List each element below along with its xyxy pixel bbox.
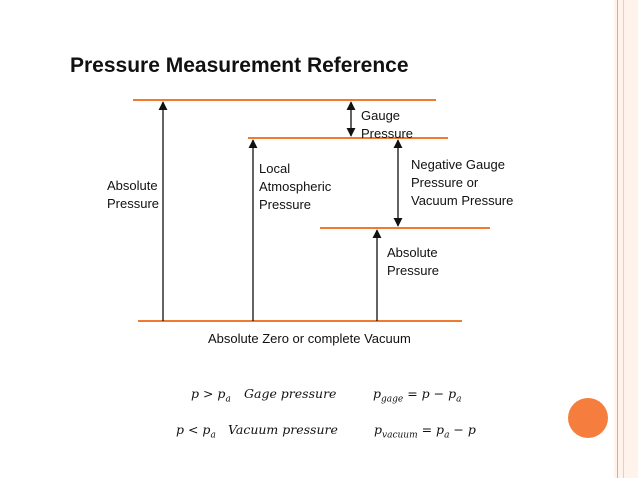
slide-right-border bbox=[614, 0, 638, 478]
vacuum-condition: p < pa bbox=[176, 422, 216, 441]
border-line bbox=[617, 0, 618, 478]
border-line bbox=[623, 0, 624, 478]
gage-pressure-name: Gage pressure bbox=[244, 386, 337, 401]
slide-title: Pressure Measurement Reference bbox=[70, 54, 409, 77]
gage-equation: pgage = p − pa bbox=[373, 386, 462, 405]
gage-condition: p > pa bbox=[191, 386, 231, 405]
gauge-pressure-label: Gauge Pressure bbox=[361, 108, 414, 141]
negative-gauge-label: Negative Gauge Pressure or Vacuum Pressu… bbox=[411, 157, 514, 208]
vacuum-equation: pvacuum = pa − p bbox=[374, 422, 476, 441]
absolute-pressure-right-label: Absolute Pressure bbox=[387, 245, 440, 278]
absolute-zero-label: Absolute Zero or complete Vacuum bbox=[208, 331, 411, 346]
absolute-pressure-left-label: Absolute Pressure bbox=[107, 178, 160, 211]
decorative-circle bbox=[568, 398, 608, 438]
local-atmospheric-label: Local Atmospheric Pressure bbox=[259, 161, 332, 212]
vacuum-pressure-name: Vacuum pressure bbox=[228, 422, 338, 437]
